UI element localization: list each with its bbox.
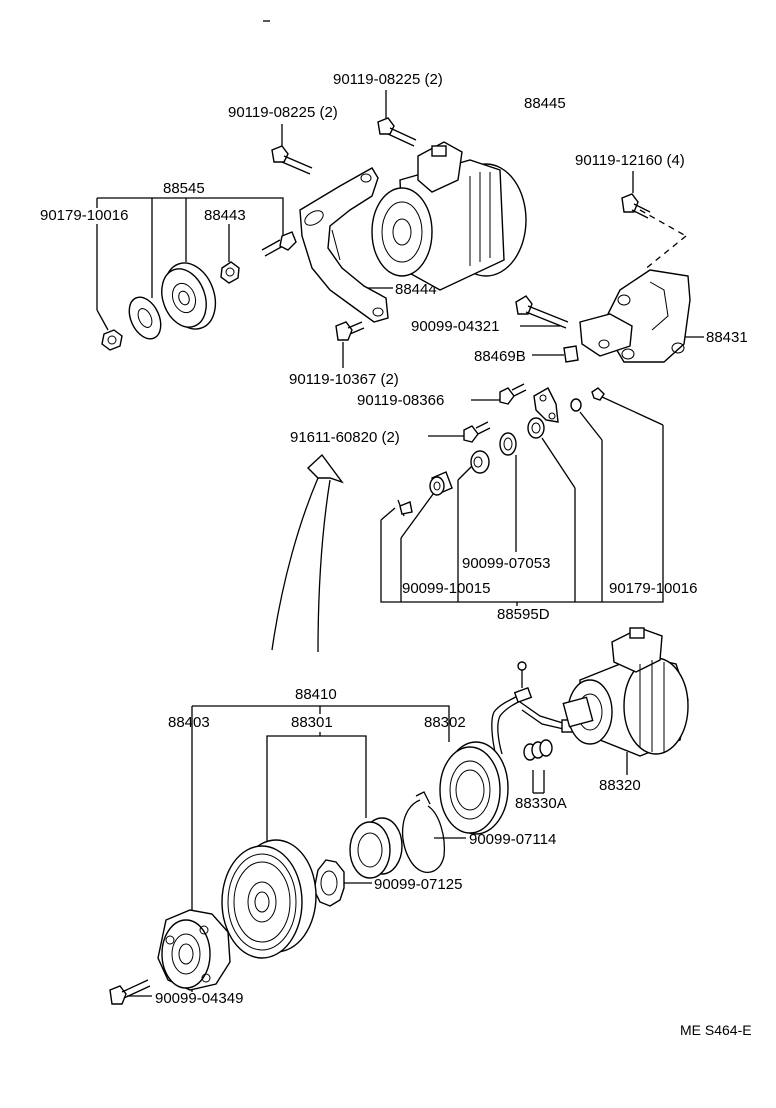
label-88320: 88320 bbox=[599, 777, 641, 794]
label-bolt-top-right: 90119-12160 (4) bbox=[575, 152, 685, 169]
plate-88469b-part bbox=[563, 345, 579, 363]
bolt-top-right-part bbox=[621, 193, 651, 219]
label-nut-right: 90179-10016 bbox=[609, 580, 697, 597]
bolt-90119-08366-part bbox=[499, 383, 527, 405]
small-bolt-part bbox=[397, 499, 413, 517]
bolt-90119-10367-part bbox=[335, 321, 365, 341]
ground-bolt-part bbox=[517, 661, 527, 688]
label-bolt-top-center: 90119-08225 (2) bbox=[333, 71, 443, 88]
label-88301: 88301 bbox=[291, 714, 333, 731]
idler-pulley-part bbox=[161, 262, 217, 330]
label-90119-08366: 90119-08366 bbox=[357, 392, 444, 409]
small-nut-part bbox=[591, 387, 605, 401]
compressor-88320-part bbox=[562, 627, 689, 757]
label-bolt-top-left: 90119-08225 (2) bbox=[228, 104, 338, 121]
washer-90099-07053-part bbox=[499, 432, 517, 456]
label-88444: 88444 bbox=[395, 281, 437, 298]
washer-part bbox=[128, 296, 162, 340]
label-90099-07125: 90099-07125 bbox=[374, 876, 462, 893]
wire-harness-part bbox=[491, 687, 575, 761]
bolt-90099-04349-part bbox=[109, 979, 151, 1005]
pressure-plate-part bbox=[157, 909, 231, 991]
gasket-plate-part bbox=[533, 387, 559, 423]
label-88595d: 88595D bbox=[497, 606, 550, 623]
label-91611-60820: 91611-60820 (2) bbox=[290, 429, 400, 446]
label-88330a: 88330A bbox=[515, 795, 567, 812]
bracket-88431-part bbox=[579, 269, 691, 363]
bracket-88444-part bbox=[299, 167, 389, 323]
label-88302: 88302 bbox=[424, 714, 466, 731]
label-90099-07114: 90099-07114 bbox=[469, 831, 556, 848]
bolt-top-left-part bbox=[271, 145, 313, 175]
spacer-90099-10015-part bbox=[429, 471, 453, 496]
bolt-top-center-part bbox=[377, 117, 417, 147]
bearing-part bbox=[349, 817, 403, 879]
shim-part bbox=[313, 859, 345, 907]
bolt-bracket-part bbox=[261, 231, 297, 257]
label-90099-04321: 90099-04321 bbox=[411, 318, 499, 335]
nut-left-part bbox=[101, 329, 123, 351]
label-88545: 88545 bbox=[163, 180, 205, 197]
stator-88302-part bbox=[439, 741, 509, 835]
snap-ring-part bbox=[401, 791, 446, 873]
bushing-part bbox=[470, 450, 490, 474]
catalog-code: ME S464-E bbox=[680, 1022, 752, 1038]
leader-lines bbox=[96, 90, 704, 997]
small-ring-part bbox=[570, 398, 582, 412]
label-88443: 88443 bbox=[204, 207, 246, 224]
label-88445: 88445 bbox=[524, 95, 566, 112]
label-90119-10367: 90119-10367 (2) bbox=[289, 371, 399, 388]
compressor-88445-part bbox=[371, 141, 527, 291]
label-90099-10015: 90099-10015 bbox=[402, 580, 490, 597]
ring-part bbox=[527, 417, 545, 439]
assembly-arrow bbox=[271, 453, 344, 653]
label-90099-07053: 90099-07053 bbox=[462, 555, 550, 572]
label-88431: 88431 bbox=[706, 329, 748, 346]
bolt-90099-04321-part bbox=[515, 295, 569, 329]
nut-88443-part bbox=[220, 261, 240, 284]
label-88410: 88410 bbox=[295, 686, 337, 703]
connector-88330a-part bbox=[523, 739, 553, 761]
pulley-88301-part bbox=[221, 839, 317, 959]
label-88403: 88403 bbox=[168, 714, 210, 731]
label-nut-left: 90179-10016 bbox=[40, 207, 128, 224]
label-90099-04349: 90099-04349 bbox=[155, 990, 243, 1007]
bolt-91611-60820-part bbox=[463, 421, 491, 443]
label-88469b: 88469B bbox=[474, 348, 526, 365]
